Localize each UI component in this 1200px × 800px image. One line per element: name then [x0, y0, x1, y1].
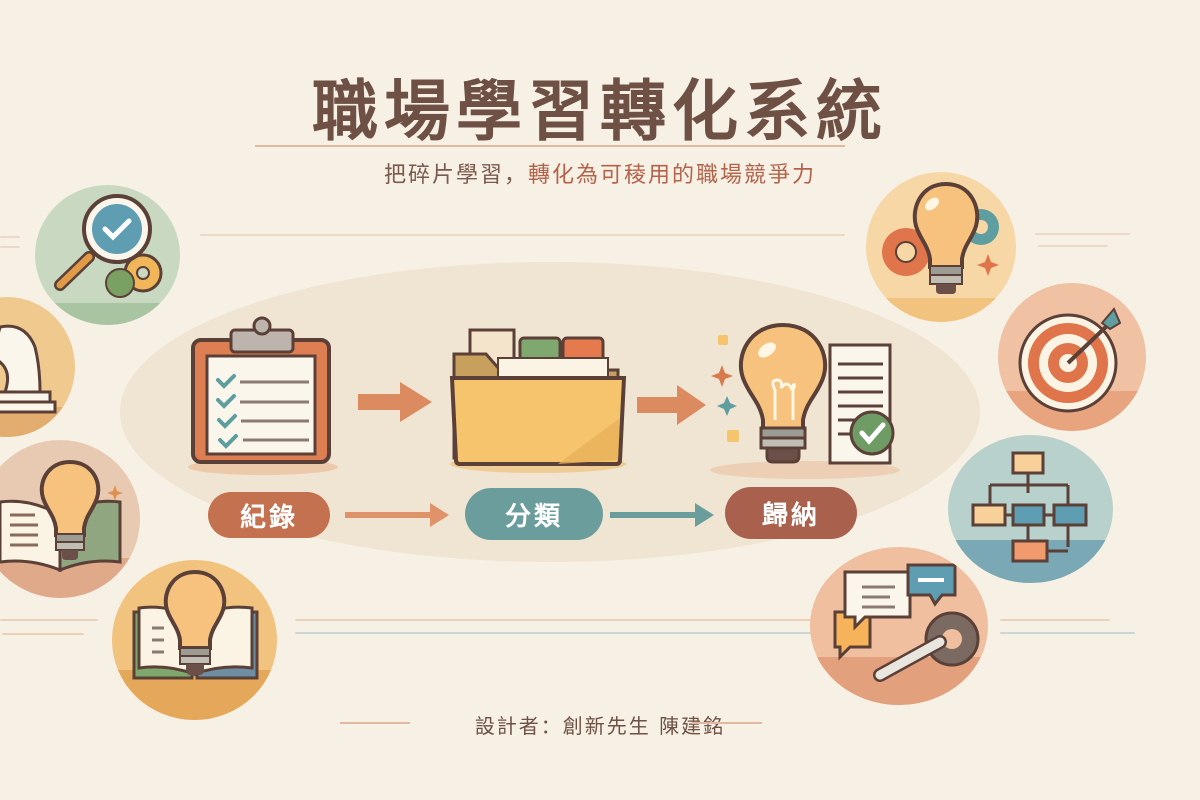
decorative-line	[295, 632, 835, 634]
lightbulb-book-icon	[0, 440, 140, 598]
decorative-line	[200, 234, 845, 236]
step-record-pill[interactable]: 紀錄	[208, 492, 330, 538]
step-summarize-pill[interactable]: 歸納	[725, 487, 857, 539]
title-divider	[255, 145, 845, 147]
lightbulb-gears-icon	[866, 172, 1016, 322]
arrow-right-icon	[358, 382, 433, 422]
arrow-right-icon	[345, 503, 450, 527]
designer-credit: 設計者：創新先生 陳建銘	[474, 714, 726, 738]
decorative-line	[0, 619, 98, 621]
target-arrow-icon	[998, 283, 1146, 431]
lightbulb-open-book-icon	[112, 560, 277, 720]
clipboard-checklist-icon	[185, 312, 340, 477]
decorative-line	[1000, 632, 1135, 634]
arrow-right-icon	[637, 385, 707, 425]
decorative-line	[0, 236, 20, 238]
subtitle-part2: 轉化為可稜用的職場競爭力	[528, 163, 817, 188]
magnifier-check-gears-icon	[35, 185, 180, 325]
decorative-line	[1038, 245, 1108, 247]
page-title: 職場學習轉化系統	[312, 73, 888, 150]
arrow-right-icon	[610, 503, 715, 527]
decorative-line	[1000, 619, 1110, 621]
subtitle-part1: 把碎片學習，	[383, 163, 528, 188]
step-classify-pill[interactable]: 分類	[465, 488, 603, 540]
decorative-line	[295, 619, 835, 621]
decorative-line	[0, 246, 20, 248]
subtitle: 把碎片學習，轉化為可稜用的職場競爭力	[0, 157, 1200, 189]
chat-wrench-gear-icon	[810, 547, 988, 705]
chess-knight-icon	[0, 297, 75, 437]
decorative-line	[1035, 233, 1130, 235]
footer-divider-left	[340, 722, 410, 724]
flowchart-icon	[948, 435, 1113, 583]
folder-icon	[448, 328, 628, 473]
lightbulb-document-icon	[705, 320, 905, 480]
decorative-line	[2, 633, 84, 635]
footer-divider-right	[692, 722, 762, 724]
